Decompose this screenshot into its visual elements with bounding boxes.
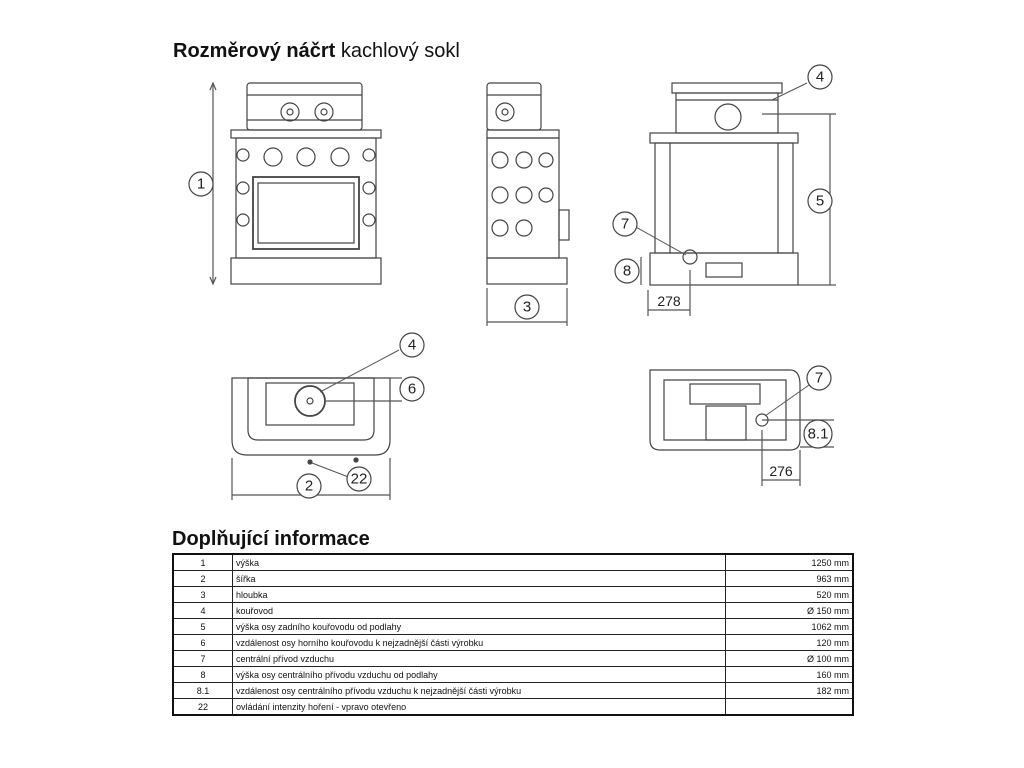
cell-value: 520 mm	[725, 586, 854, 603]
front-view	[209, 81, 382, 286]
cell-num: 22	[172, 698, 233, 716]
rear-flue-opening	[714, 103, 742, 131]
page-title: Rozměrový náčrt kachlový sokl	[173, 40, 460, 63]
callout-4-top-label: 4	[408, 337, 416, 354]
callout-2	[296, 473, 322, 499]
callout-1	[188, 171, 214, 197]
cell-num: 5	[172, 618, 233, 635]
callout-3	[514, 294, 540, 320]
callout-1-label: 1	[197, 176, 205, 193]
cell-desc: vzdálenost osy horního kouřovodu k nejza…	[232, 634, 726, 651]
cell-num: 1	[172, 553, 233, 571]
cell-value: 1062 mm	[725, 618, 854, 635]
cell-num: 3	[172, 586, 233, 603]
callout-5-label: 5	[816, 193, 824, 210]
dimension-276: 276	[769, 463, 793, 479]
callout-22	[346, 466, 372, 492]
cell-num: 7	[172, 650, 233, 667]
cell-value: 1250 mm	[725, 553, 854, 571]
callout-2-label: 2	[305, 478, 313, 495]
callout-3-label: 3	[523, 299, 531, 316]
cell-desc: výška	[232, 553, 726, 571]
cell-desc: centrální přívod vzduchu	[232, 650, 726, 667]
dimension-drawing: 1 2 3 4 4 5 6 7 7 8 8.1 22 278 276	[188, 64, 836, 500]
callout-4-rear-label: 4	[816, 69, 824, 86]
callout-5	[807, 188, 833, 214]
cell-desc: šířka	[232, 570, 726, 587]
title-main: Rozměrový náčrt	[173, 40, 336, 62]
cell-num: 2	[172, 570, 233, 587]
cell-desc: výška osy centrálního přívodu vzduchu od…	[232, 666, 726, 683]
callout-4-rear	[807, 64, 833, 90]
cell-desc: výška osy zadního kouřovodu od podlahy	[232, 618, 726, 635]
callout-6	[399, 376, 425, 402]
front-tiles	[236, 147, 376, 227]
firebox-door	[252, 176, 360, 250]
top-flue-opening	[294, 385, 326, 417]
cell-value: Ø 150 mm	[725, 602, 854, 619]
callout-7-bottom-label: 7	[815, 370, 823, 387]
callout-7-rear	[612, 211, 638, 237]
rear-view	[640, 82, 836, 316]
cell-desc: hloubka	[232, 586, 726, 603]
cell-value: Ø 100 mm	[725, 650, 854, 667]
callout-leaders	[311, 82, 810, 479]
cell-desc: kouřovod	[232, 602, 726, 619]
callout-7-rear-label: 7	[621, 216, 629, 233]
callout-7-bottom	[806, 365, 832, 391]
cell-value: 160 mm	[725, 666, 854, 683]
cell-num: 6	[172, 634, 233, 651]
dimension-278: 278	[657, 293, 681, 309]
cell-num: 8	[172, 666, 233, 683]
callout-4-top	[399, 332, 425, 358]
callout-8	[614, 258, 640, 284]
info-heading: Doplňující informace	[172, 528, 370, 550]
cell-num: 8.1	[172, 682, 233, 699]
callout-8-1-label: 8.1	[808, 426, 829, 443]
cell-value: 963 mm	[725, 570, 854, 587]
cell-value: 120 mm	[725, 634, 854, 651]
cell-desc: ovládání intenzity hoření - vpravo otevř…	[232, 698, 726, 716]
ornament-right	[314, 102, 334, 122]
ornament-left	[280, 102, 300, 122]
callout-22-label: 22	[351, 471, 368, 488]
cell-value	[725, 698, 854, 716]
cell-value: 182 mm	[725, 682, 854, 699]
title-subtitle: kachlový sokl	[340, 40, 460, 62]
callout-6-label: 6	[408, 381, 416, 398]
callout-8-1	[803, 419, 833, 449]
side-view	[486, 82, 570, 326]
cell-num: 4	[172, 602, 233, 619]
cell-desc: vzdálenost osy centrálního přívodu vzduc…	[232, 682, 726, 699]
callout-8-label: 8	[623, 263, 631, 280]
